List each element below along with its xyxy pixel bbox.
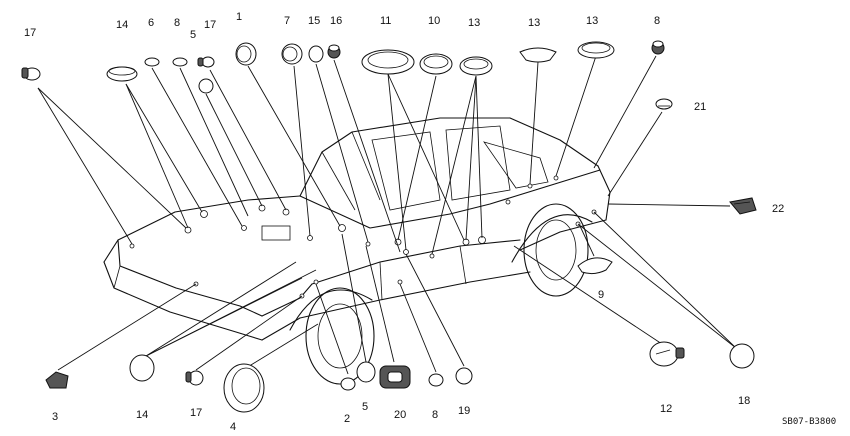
- parts: [21, 40, 757, 413]
- callout-labels: 17 14 6 8 5 17 1 7 15 16 11 10 13 13 13 …: [24, 11, 836, 433]
- callout-5: 5: [362, 401, 368, 413]
- callout-21: 21: [694, 101, 706, 113]
- leader-lines: [37, 55, 737, 375]
- part-2: [340, 377, 356, 391]
- callout-8: 8: [174, 17, 180, 29]
- part-20: [379, 365, 411, 389]
- callout-6: 6: [148, 17, 154, 29]
- part-5-bottom: [356, 361, 376, 383]
- callout-7: 7: [284, 15, 290, 27]
- part-1: [235, 42, 257, 66]
- callout-4: 4: [230, 421, 236, 433]
- callout-10: 10: [428, 15, 440, 27]
- callout-17: 17: [190, 407, 202, 419]
- callout-5: 5: [190, 29, 196, 41]
- part-5-top: [198, 78, 214, 94]
- part-21: [655, 98, 673, 110]
- callout-22: 22: [772, 203, 784, 215]
- callout-3: 3: [52, 411, 58, 423]
- part-16: [327, 44, 341, 59]
- part-13-a: [459, 56, 493, 76]
- part-19: [455, 367, 473, 385]
- part-3: [45, 371, 69, 389]
- part-7: [281, 43, 303, 65]
- callout-14: 14: [136, 409, 148, 421]
- part-9: [577, 257, 613, 275]
- part-18: [729, 343, 755, 369]
- callout-15: 15: [308, 15, 320, 27]
- part-8-top-right: [651, 40, 665, 55]
- part-8-bottom: [428, 373, 444, 387]
- part-14-bottom: [129, 354, 155, 382]
- callout-13: 13: [528, 17, 540, 29]
- part-17-b: [197, 56, 215, 68]
- callout-12: 12: [660, 403, 672, 415]
- part-17-bottom: [185, 370, 204, 386]
- callout-20: 20: [394, 409, 406, 421]
- part-11: [361, 49, 415, 75]
- callout-9: 9: [598, 289, 604, 301]
- part-15: [308, 45, 324, 63]
- callout-13: 13: [468, 17, 480, 29]
- part-10: [419, 53, 453, 75]
- part-13-c: [577, 41, 615, 59]
- callout-8: 8: [654, 15, 660, 27]
- part-13-b: [519, 47, 557, 63]
- callout-11: 11: [380, 15, 391, 27]
- callout-1: 1: [236, 11, 242, 23]
- callout-14: 14: [116, 19, 128, 31]
- callout-13: 13: [586, 15, 598, 27]
- part-22: [729, 197, 757, 215]
- callout-16: 16: [330, 15, 342, 27]
- callout-17: 17: [204, 19, 216, 31]
- part-8-top: [172, 57, 188, 67]
- part-14-top: [106, 66, 138, 82]
- callout-8: 8: [432, 409, 438, 421]
- callout-19: 19: [458, 405, 470, 417]
- callout-2: 2: [344, 413, 350, 425]
- drawing-code: SB07-B3800: [782, 417, 836, 427]
- part-17-top-left: [21, 67, 41, 81]
- callout-17: 17: [24, 27, 36, 39]
- part-12: [649, 341, 685, 367]
- callout-18: 18: [738, 395, 750, 407]
- car-body: [103, 117, 611, 385]
- part-4: [223, 363, 265, 413]
- part-6: [144, 57, 160, 67]
- body-holes: [129, 175, 597, 299]
